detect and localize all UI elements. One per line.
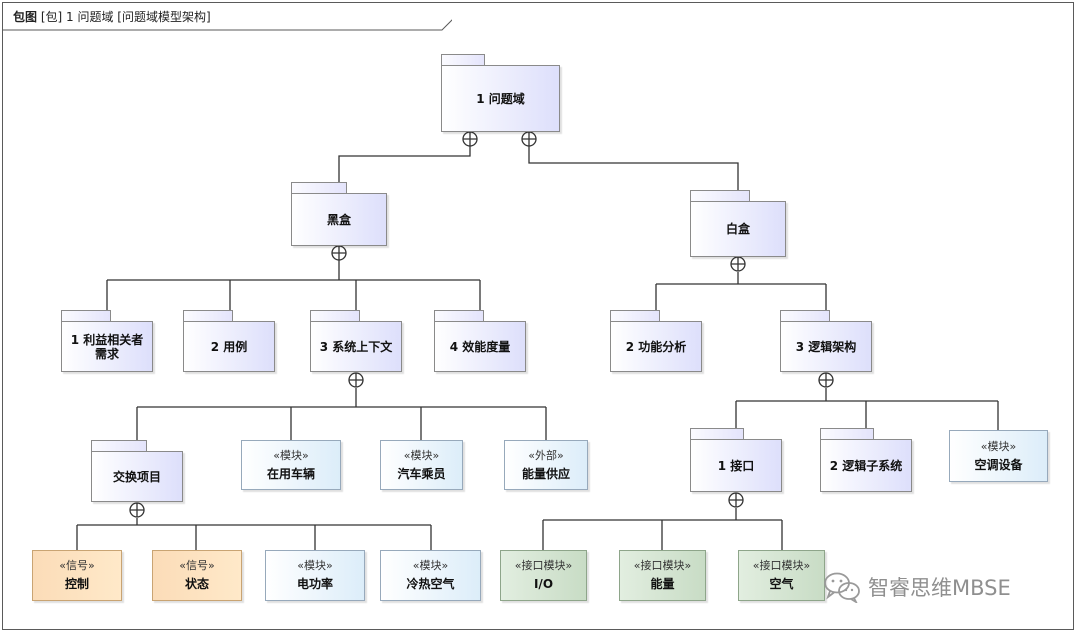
package-logical-subsystem[interactable]: 2 逻辑子系统 <box>820 428 912 492</box>
package-label: 白盒 <box>690 201 786 257</box>
containment-marker <box>818 372 834 388</box>
block-stereotype: «模块» <box>412 559 449 572</box>
package-label: 4 效能度量 <box>434 321 526 372</box>
diagram-title: [包] 1 问题域 [问题域模型架构] <box>40 10 211 24</box>
block-stereotype: «模块» <box>403 448 440 462</box>
block-stereotype: «信号» <box>59 559 95 572</box>
interface-block-air[interactable]: «接口模块» 空气 <box>738 550 825 601</box>
block-electric-power[interactable]: «模块» 电功率 <box>265 550 365 601</box>
link-interface-children <box>542 508 783 550</box>
block-name: 汽车乘员 <box>397 466 446 481</box>
containment-marker <box>728 492 744 508</box>
block-name: 能量 <box>650 577 675 591</box>
wechat-icon <box>824 572 860 603</box>
containment-marker <box>730 256 746 272</box>
containment-marker <box>331 245 347 261</box>
block-stereotype: «外部» <box>528 448 564 462</box>
signal-control[interactable]: «信号» 控制 <box>32 550 122 601</box>
interface-block-energy[interactable]: «接口模块» 能量 <box>619 550 706 601</box>
containment-marker <box>348 372 364 388</box>
interface-block-io[interactable]: «接口模块» I/O <box>500 550 587 601</box>
package-stakeholder-needs[interactable]: 1 利益相关者需求 <box>61 310 153 372</box>
package-label: 1 利益相关者需求 <box>61 321 153 372</box>
link-exchange-children <box>76 518 432 550</box>
block-stereotype: «接口模块» <box>752 559 811 572</box>
containment-markers <box>129 131 834 518</box>
package-label: 3 系统上下文 <box>310 321 402 372</box>
package-label: 2 功能分析 <box>610 321 702 372</box>
block-name: I/O <box>533 577 554 591</box>
package-label: 黑盒 <box>291 193 387 246</box>
block-stereotype: «模块» <box>297 559 333 572</box>
link-logarch-children <box>735 388 999 430</box>
link-root-whitebox <box>528 146 739 190</box>
package-label: 2 逻辑子系统 <box>820 439 912 492</box>
package-system-context[interactable]: 3 系统上下文 <box>310 310 402 372</box>
package-interface[interactable]: 1 接口 <box>690 428 782 492</box>
block-stereotype: «接口模块» <box>633 559 692 572</box>
block-name: 空气 <box>769 577 794 591</box>
signal-state[interactable]: «信号» 状态 <box>152 550 242 601</box>
block-name: 电功率 <box>296 577 333 591</box>
link-blackbox-children <box>106 260 481 310</box>
package-label: 1 接口 <box>690 439 782 492</box>
diagram-header: 包图 [包] 1 问题域 [问题域模型架构] <box>13 8 211 25</box>
package-effectiveness[interactable]: 4 效能度量 <box>434 310 526 372</box>
package-use-case[interactable]: 2 用例 <box>183 310 275 372</box>
block-stereotype: «模块» <box>273 448 309 462</box>
package-label: 1 问题域 <box>441 65 560 132</box>
block-name: 状态 <box>184 577 209 591</box>
package-blackbox[interactable]: 黑盒 <box>291 182 387 246</box>
block-stereotype: «信号» <box>179 559 215 572</box>
package-whitebox[interactable]: 白盒 <box>690 190 786 257</box>
containment-marker <box>462 131 478 147</box>
block-name: 空调设备 <box>974 457 1023 472</box>
package-function-analysis[interactable]: 2 功能分析 <box>610 310 702 372</box>
block-name: 控制 <box>64 577 89 591</box>
link-root-blackbox <box>338 146 471 182</box>
frame-header-shape <box>2 19 452 31</box>
containment-marker <box>521 131 537 147</box>
block-stereotype: «模块» <box>980 439 1017 453</box>
block-hot-cold-air[interactable]: «模块» 冷热空气 <box>380 550 481 601</box>
watermark: 智睿思维MBSE <box>822 570 1011 604</box>
containment-marker <box>129 502 145 518</box>
block-stereotype: «接口模块» <box>514 559 573 572</box>
block-name: 冷热空气 <box>406 577 455 591</box>
link-whitebox-children <box>655 272 827 310</box>
diagram-kind: 包图 <box>13 10 38 24</box>
block-name: 在用车辆 <box>266 466 315 481</box>
package-label: 交换项目 <box>91 451 183 502</box>
block-name: 能量供应 <box>521 466 570 481</box>
package-label: 2 用例 <box>183 321 275 372</box>
block-energy-supply[interactable]: «外部» 能量供应 <box>504 440 588 490</box>
block-vehicle[interactable]: «模块» 在用车辆 <box>241 440 341 490</box>
link-context-children <box>136 388 547 440</box>
block-ac-device[interactable]: «模块» 空调设备 <box>949 430 1048 482</box>
block-occupant[interactable]: «模块» 汽车乘员 <box>380 440 463 490</box>
package-root[interactable]: 1 问题域 <box>441 54 560 132</box>
package-label: 3 逻辑架构 <box>780 321 872 372</box>
package-logical-architecture[interactable]: 3 逻辑架构 <box>780 310 872 372</box>
package-exchange-items[interactable]: 交换项目 <box>91 440 183 502</box>
watermark-text: 智睿思维MBSE <box>868 576 1011 600</box>
